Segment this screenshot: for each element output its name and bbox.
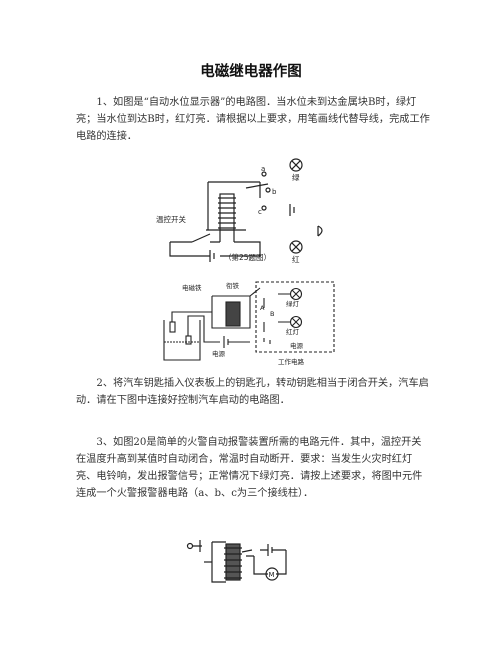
fig1-label-green: 绿 [292,173,300,182]
figure-3-alarm-circuit: M [186,540,287,583]
page-title: 电磁继电器作图 [200,64,302,80]
fig1-caption: （第25题图） [224,252,271,262]
fig3-motor-label: M [269,571,275,579]
fig2-label-power: 电源 [212,349,226,358]
fig1-label-c: c [258,208,262,216]
fig2-label-power-2: 电源 [290,341,304,350]
question-1-text: 1、如图是“自动水位显示器”的电路图．当水位未到达金属块B时，绿灯亮；当水位到达… [76,97,430,142]
fig1-label-switch: 温控开关 [156,214,186,224]
figure-1-relay-circuit: a b c 绿 红 温控开关 （第25题图） [156,158,323,264]
fig2-label-B: B [270,310,274,318]
question-2-text: 2、将汽车钥匙插入仪表板上的钥匙孔，转动钥匙相当于闭合开关，汽车启动．请在下图中… [76,378,429,406]
fig2-label-A: A [260,304,265,312]
fig1-label-red: 红 [292,254,300,264]
question-3-text: 3、如图20是简单的火警自动报警装置所需的电路元件．其中，温控开关在温度升高到某… [76,437,423,499]
fig2-label-work-circuit: 工作电路 [278,357,305,366]
fig2-label-spring: 衔铁 [226,281,240,290]
figure-2-water-level-circuit: 电磁铁 衔铁 A B 绿灯 红灯 电源 电源 工作电路 [163,281,335,366]
fig1-label-b: b [272,188,277,196]
fig2-label-magnet: 电磁铁 [182,283,202,292]
fig2-label-green-lamp: 绿灯 [286,299,300,308]
fig2-label-red-lamp: 红灯 [286,327,300,336]
fig1-label-a: a [261,165,265,173]
